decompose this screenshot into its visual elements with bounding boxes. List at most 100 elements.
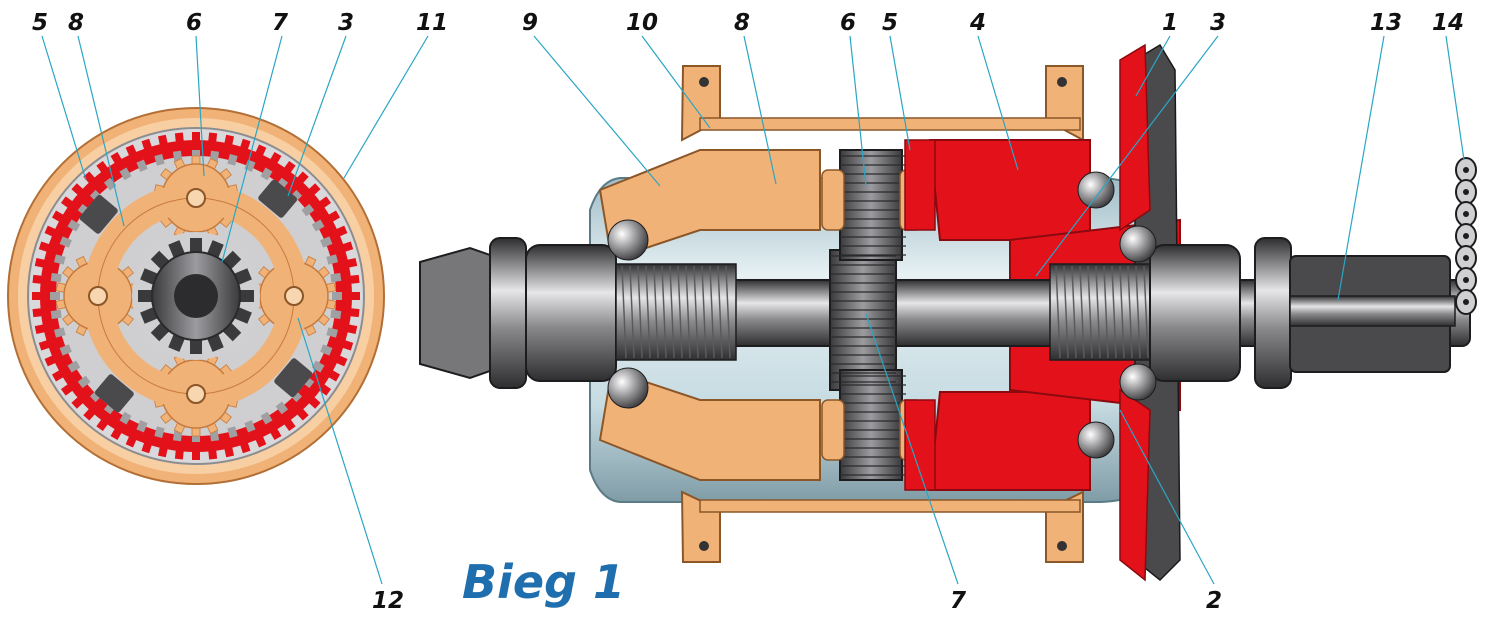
thread-line <box>637 265 643 359</box>
ring-gear-inner-teeth <box>50 150 342 442</box>
indicator-rod <box>1289 295 1456 327</box>
leader-right-10 <box>641 35 711 129</box>
thread-line <box>1127 265 1133 359</box>
thread-line <box>1055 265 1061 359</box>
thread-line <box>717 265 723 359</box>
leader-left-5 <box>41 35 87 181</box>
callout-right-2: 2 <box>1206 588 1222 614</box>
ring-inner-tooth <box>154 426 165 439</box>
ring-inner-tooth <box>77 375 91 389</box>
pawl-block <box>274 358 313 398</box>
ring-inner-tooth <box>332 292 342 300</box>
thread-line <box>661 265 667 359</box>
ring-gear-tooth <box>192 448 200 460</box>
callout-right-6: 6 <box>840 10 856 36</box>
gear-teeth-lines <box>830 155 906 476</box>
leader-left-6 <box>195 35 205 177</box>
thread-line <box>1087 265 1093 359</box>
spoke-hole <box>699 541 709 551</box>
ring-inner-tooth <box>227 426 238 439</box>
chain-pin <box>1463 211 1469 217</box>
thread-line <box>645 265 651 359</box>
ring-inner-tooth <box>136 159 148 172</box>
ring-inner-tooth <box>119 167 132 181</box>
ring-inner-tooth <box>53 254 66 265</box>
pawl-block <box>258 179 298 218</box>
carrier-pin <box>186 188 206 208</box>
thread-line <box>1103 265 1109 359</box>
chain-pin <box>1463 189 1469 195</box>
pawls <box>79 179 313 413</box>
ring-inner-tooth <box>227 153 238 166</box>
chain-pin <box>1463 299 1469 305</box>
ring-inner-tooth <box>330 309 342 320</box>
ring-inner-tooth <box>50 292 60 300</box>
ring-inner-tooth <box>311 219 325 232</box>
ring-inner-tooth <box>320 344 333 356</box>
bearing-ball <box>607 367 649 409</box>
callout-left-8: 8 <box>68 10 84 36</box>
planet-gear-bottom <box>839 369 903 481</box>
ring-inner-tooth <box>67 360 81 373</box>
ring-inner-tooth <box>59 236 72 248</box>
callout-right-10: 10 <box>626 10 658 36</box>
leader-left-11 <box>343 35 429 179</box>
planetary-gear-front-view <box>7 107 385 485</box>
ring-inner-tooth <box>53 327 66 338</box>
leader-right-3 <box>1035 35 1219 277</box>
callout-labels: 5 8 6 7 3 11 12 9 10 8 6 5 4 1 3 13 14 7… <box>32 10 1464 614</box>
ring-inner-tooth <box>136 420 148 433</box>
shell-wall-top <box>699 117 1081 131</box>
sun-tooth <box>190 338 202 354</box>
leader-right-8 <box>743 35 777 185</box>
ring-inner-tooth <box>244 420 256 433</box>
thread-line <box>1119 265 1125 359</box>
leader-right-1 <box>1135 35 1171 97</box>
sun-gear-section <box>829 249 897 391</box>
carrier-block <box>821 399 845 461</box>
thread-line <box>1143 265 1149 359</box>
thread-left <box>615 263 737 361</box>
callout-left-11: 11 <box>416 10 448 36</box>
ring-inner-tooth <box>301 203 315 217</box>
ring-inner-tooth <box>311 360 325 373</box>
ring-inner-tooth <box>320 236 333 248</box>
leader-left-7 <box>221 35 283 263</box>
ring-inner-tooth <box>192 432 200 442</box>
thread-line <box>709 265 715 359</box>
ring-inner-tooth <box>330 272 342 283</box>
ring-inner-tooth <box>275 401 289 415</box>
cone-nut-left <box>525 244 617 382</box>
ring-inner-tooth <box>326 327 339 338</box>
bearing-ball <box>607 219 649 261</box>
carrier-block <box>821 169 845 231</box>
thread-line <box>1071 265 1077 359</box>
leader-right-5 <box>889 35 911 151</box>
spoke-hole <box>1057 77 1067 87</box>
chain-pin <box>1463 277 1469 283</box>
sprocket-carrier-bottom <box>1119 388 1151 582</box>
leader-left-8 <box>77 35 125 227</box>
bearing-ball <box>1077 421 1115 459</box>
clutch-bottom <box>928 391 1091 491</box>
chain-pin <box>1463 233 1469 239</box>
leader-right-13 <box>1337 35 1385 301</box>
thread-line <box>653 265 659 359</box>
leader-right-9 <box>533 35 661 187</box>
sun-tooth <box>190 238 202 254</box>
planet-gear-top <box>839 149 903 261</box>
callout-right-8: 8 <box>734 10 750 36</box>
thread-line <box>685 265 691 359</box>
ring-inner-tooth <box>260 167 273 181</box>
callout-left-7: 7 <box>272 10 288 36</box>
ring-gear-bottom <box>904 399 936 491</box>
washer-right <box>1254 237 1292 389</box>
bearing-ball <box>1119 363 1157 401</box>
sun-tooth <box>138 290 154 302</box>
leader-lines <box>41 35 1465 585</box>
thread-line <box>725 265 731 359</box>
gear-caption: Bieg 1 <box>462 555 625 609</box>
ring-inner-tooth <box>103 177 117 191</box>
chain-pin <box>1463 167 1469 173</box>
spoke-hole <box>699 77 709 87</box>
